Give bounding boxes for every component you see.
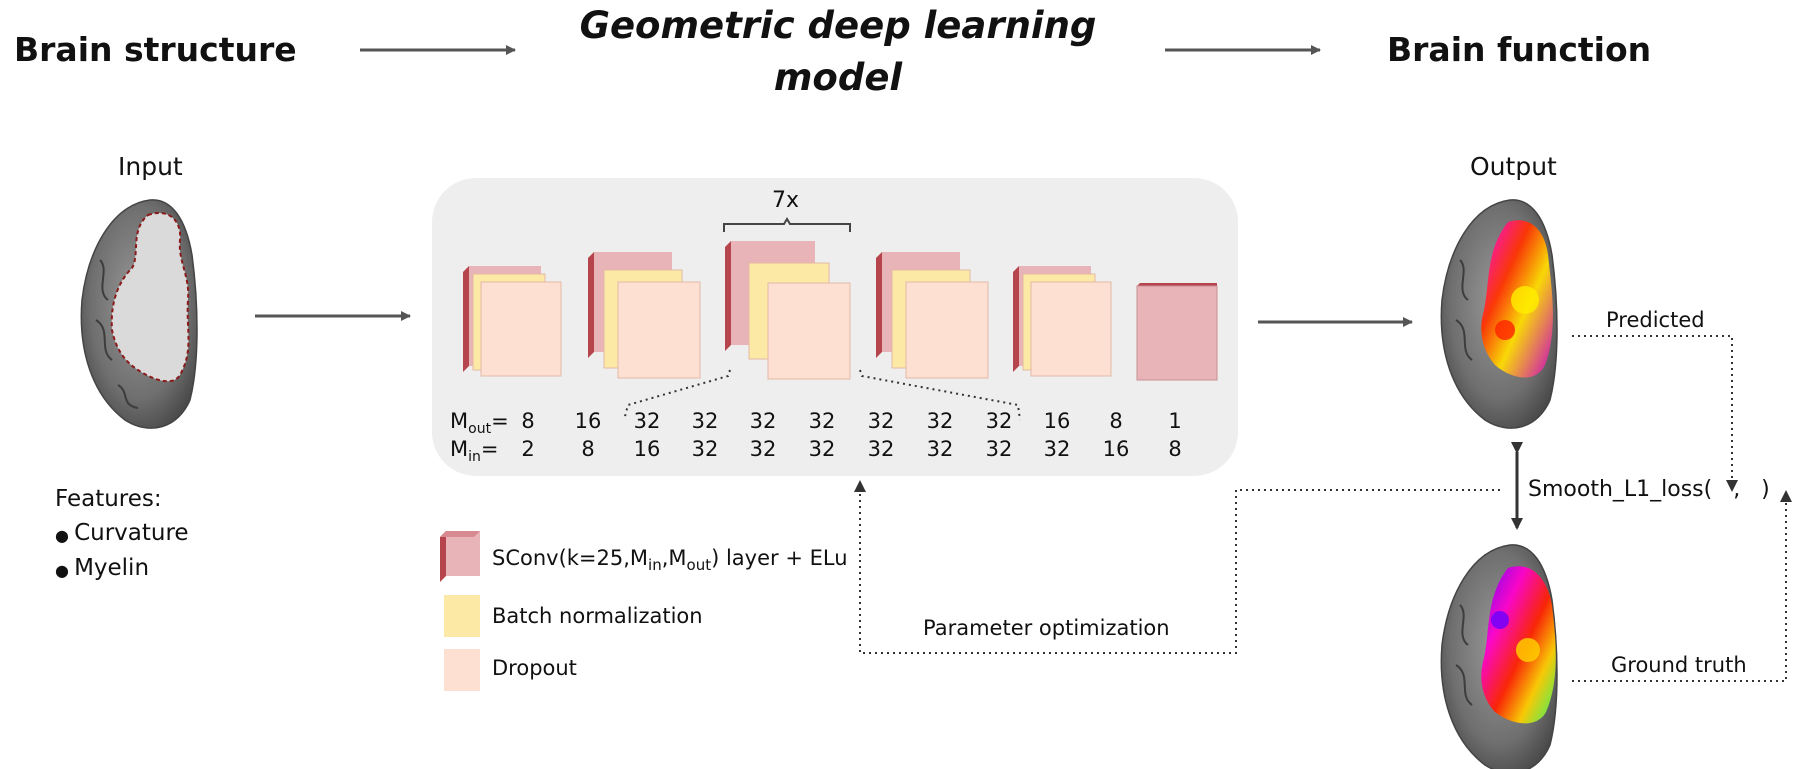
m_in-value: 32 — [1043, 437, 1071, 461]
ground-truth-label: Ground truth — [1611, 653, 1747, 677]
layer-block-1-sconv-side — [463, 266, 469, 372]
feature-label: Myelin — [74, 555, 150, 581]
layer-block-1-dropout — [480, 281, 562, 377]
m-out-row-label: Mout= — [450, 409, 509, 437]
bullet-icon: ● — [55, 561, 69, 580]
legend-sconv-sub-in: in — [648, 556, 662, 575]
repeat-dotted-right — [859, 369, 1021, 421]
m-in-letter: M — [450, 437, 469, 461]
input-brain-image — [80, 199, 198, 429]
legend-sconv-mid: ,M — [661, 546, 687, 570]
m_out-value: 32 — [633, 409, 661, 433]
predicted-label: Predicted — [1606, 308, 1705, 332]
legend-dropout-swatch — [444, 649, 480, 691]
legend-dropout-label: Dropout — [492, 656, 577, 680]
m-out-letter: M — [450, 409, 469, 433]
layer-block-3-dropout — [767, 282, 851, 380]
features-label: Features: — [55, 486, 162, 512]
optimization-dotted-line — [854, 480, 1500, 654]
output-label: Output — [1470, 152, 1557, 181]
layer-block-5-dropout — [1030, 281, 1112, 377]
m_out-value: 32 — [691, 409, 719, 433]
m-in-row-label: Min= — [450, 437, 499, 465]
m_in-value: 32 — [808, 437, 836, 461]
final-layer-top — [1137, 283, 1217, 286]
m-in-equals: = — [480, 437, 499, 461]
m-in-sub: in — [468, 449, 481, 466]
legend-sconv-label: SConv(k=25,Min,Mout) layer + ELu — [492, 546, 848, 574]
m_in-value: 2 — [521, 437, 535, 461]
m_out-value: 16 — [1043, 409, 1071, 433]
input-roi-outline — [110, 212, 190, 383]
legend-sconv-suffix: ) layer + ELu — [711, 546, 848, 570]
feature-item-curvature: ● Curvature — [55, 520, 189, 546]
m_in-value: 16 — [633, 437, 661, 461]
m_in-value: 32 — [691, 437, 719, 461]
feature-label: Curvature — [74, 520, 189, 546]
bullet-icon: ● — [55, 526, 69, 545]
m_in-value: 8 — [1168, 437, 1182, 461]
layer-block-2-dropout — [617, 281, 701, 379]
legend-sconv-swatch — [440, 531, 480, 582]
brain-structure-title: Brain structure — [14, 30, 297, 69]
legend-sconv-sub-out: out — [686, 556, 712, 575]
m_out-value: 8 — [1109, 409, 1123, 433]
layer-block-4-sconv-side — [876, 252, 882, 358]
model-title: Geometric deep learning model — [579, 4, 1097, 99]
m_out-value: 32 — [985, 409, 1013, 433]
m_in-value: 32 — [749, 437, 777, 461]
layer-block-5-sconv-side — [1013, 266, 1019, 372]
predicted-brain-image — [1440, 199, 1558, 429]
legend-sconv-prefix: SConv(k=25,M — [492, 546, 649, 570]
m_in-value: 32 — [985, 437, 1013, 461]
m_in-value: 32 — [867, 437, 895, 461]
repeat-bracket — [723, 217, 851, 232]
layer-block-3-sconv-side — [725, 241, 731, 351]
m_out-value: 32 — [808, 409, 836, 433]
repeat-label: 7x — [772, 188, 800, 213]
feature-item-myelin: ● Myelin — [55, 555, 149, 581]
m_in-value: 16 — [1102, 437, 1130, 461]
m_in-value: 8 — [581, 437, 595, 461]
ground-truth-brain-image — [1440, 544, 1558, 769]
m_out-value: 32 — [867, 409, 895, 433]
layer-block-4-dropout — [905, 281, 989, 379]
m_out-value: 8 — [521, 409, 535, 433]
m_out-value: 1 — [1168, 409, 1182, 433]
m_out-value: 32 — [926, 409, 954, 433]
m_out-value: 32 — [749, 409, 777, 433]
m_in-value: 32 — [926, 437, 954, 461]
layer-blocks — [463, 241, 1218, 381]
brain-function-title: Brain function — [1387, 30, 1652, 69]
optimization-label: Parameter optimization — [923, 616, 1170, 640]
m-out-equals: = — [491, 409, 509, 433]
final-layer-sconv — [1136, 285, 1218, 381]
m_out-value: 16 — [574, 409, 602, 433]
loss-label: Smooth_L1_loss( , ) — [1528, 477, 1770, 502]
legend-batchnorm-label: Batch normalization — [492, 604, 703, 628]
predicted-dotted-line — [1572, 335, 1738, 492]
input-label: Input — [118, 152, 183, 181]
m-out-sub: out — [468, 421, 492, 438]
layer-block-2-sconv-side — [588, 252, 594, 358]
legend-batchnorm-swatch — [444, 595, 480, 637]
